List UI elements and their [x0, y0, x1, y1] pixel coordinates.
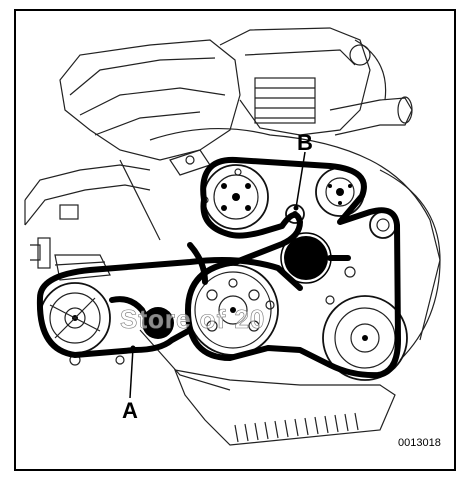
crank-belt-left	[187, 242, 208, 285]
watermark-text: Store of 20	[120, 304, 265, 334]
callout-b-label: B	[297, 130, 313, 155]
engine-outline	[24, 27, 441, 446]
ac-compressor-pulley	[322, 295, 408, 381]
figure-id: 0013018	[398, 437, 441, 449]
lower-belt-return	[109, 296, 153, 329]
lower-belt	[36, 257, 303, 358]
figure-border	[14, 9, 456, 471]
oil-pan-fins	[234, 412, 359, 443]
drive-belts	[36, 156, 401, 379]
main-belt	[185, 156, 401, 379]
idler-a-pulley	[142, 307, 174, 339]
water-pump-pulley	[203, 164, 269, 230]
callout-a-label: A	[122, 398, 138, 423]
callout-a: A	[122, 345, 138, 423]
callout-b: B	[293, 130, 313, 211]
